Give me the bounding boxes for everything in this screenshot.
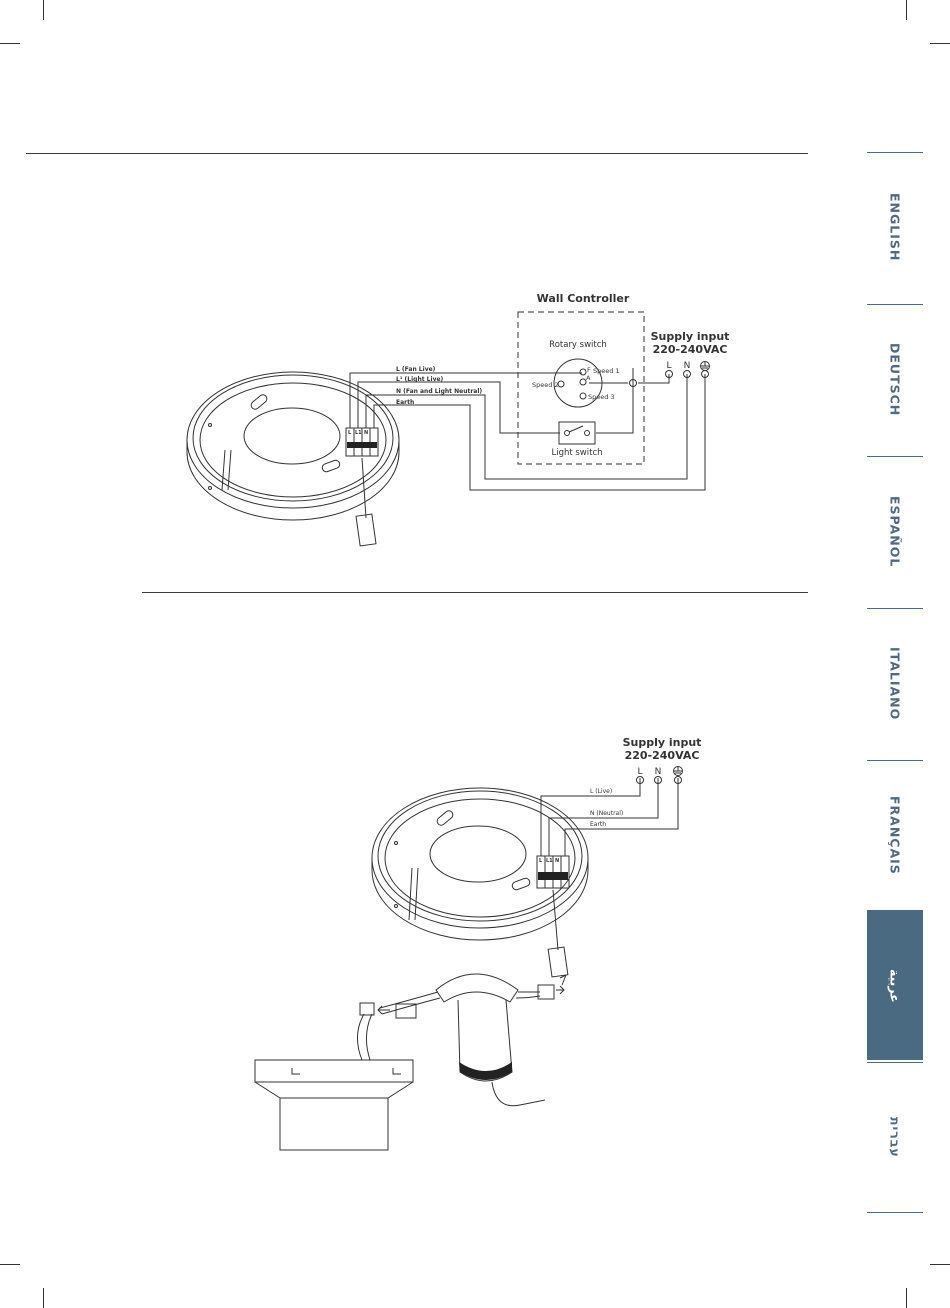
wires-1	[350, 368, 705, 490]
light-switch-label: Light switch	[551, 448, 602, 458]
terminal-screws-2	[538, 872, 568, 880]
speed2-label: Speed 2	[532, 381, 559, 389]
block-l-label-2: L	[539, 858, 543, 864]
terminal-f-label: F	[587, 366, 591, 374]
supply-l-2: L	[637, 767, 642, 777]
canopy	[255, 1060, 413, 1150]
wire-neutral-label: N (Fan and Light Neutral)	[396, 388, 482, 395]
supply-n-2: N	[655, 767, 662, 777]
wire-earth-label-2: Earth	[590, 821, 606, 828]
wire-live-label: L (Live)	[590, 788, 612, 795]
wire-fan-live-label: L (Fan Live)	[396, 366, 436, 373]
block-l1-label: L1	[355, 430, 362, 436]
block-n-label: N	[364, 430, 368, 436]
speed1-label: Speed 1	[593, 367, 620, 375]
terminal-a-label: A	[586, 374, 591, 382]
receiver-unit	[357, 974, 564, 1106]
supply-title-1: Supply input	[651, 330, 730, 343]
supply-voltage-1: 220-240VAC	[653, 343, 728, 356]
block-l-label: L	[348, 430, 352, 436]
supply-l-1: L	[666, 361, 671, 371]
wire-neutral-label-2: N (Neutral)	[590, 810, 623, 817]
supply-voltage-2: 220-240VAC	[625, 749, 700, 762]
wire-earth-label: Earth	[396, 399, 414, 406]
rotary-switch-label: Rotary switch	[549, 340, 607, 350]
speed3-label: Speed 3	[588, 393, 615, 401]
supply-title-2: Supply input	[623, 736, 702, 749]
receiver-base	[459, 1062, 512, 1080]
terminal-screws-1	[347, 442, 377, 448]
block-n-label-2: N	[555, 858, 559, 864]
wall-controller-title: Wall Controller	[537, 292, 630, 305]
block-l1-label-2: L1	[546, 858, 553, 864]
supply-n-1: N	[684, 361, 691, 371]
wire-light-live-label: L¹ (Light Live)	[396, 376, 444, 383]
